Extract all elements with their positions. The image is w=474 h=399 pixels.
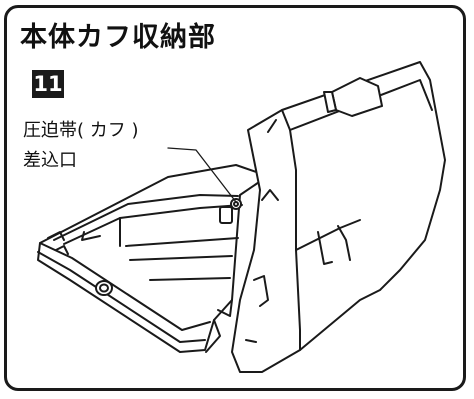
callout-line-2: 差込口 [23, 150, 77, 171]
page-title: 本体カフ収納部 [20, 22, 216, 53]
device-lid [231, 61, 446, 373]
device-base [37, 164, 269, 353]
callout-label: 圧迫帯( カフ ) 差込口 [23, 116, 139, 176]
callout-line-1: 圧迫帯( カフ ) [23, 120, 139, 141]
step-number-badge: 11 [32, 70, 64, 98]
leader-line [167, 147, 237, 203]
